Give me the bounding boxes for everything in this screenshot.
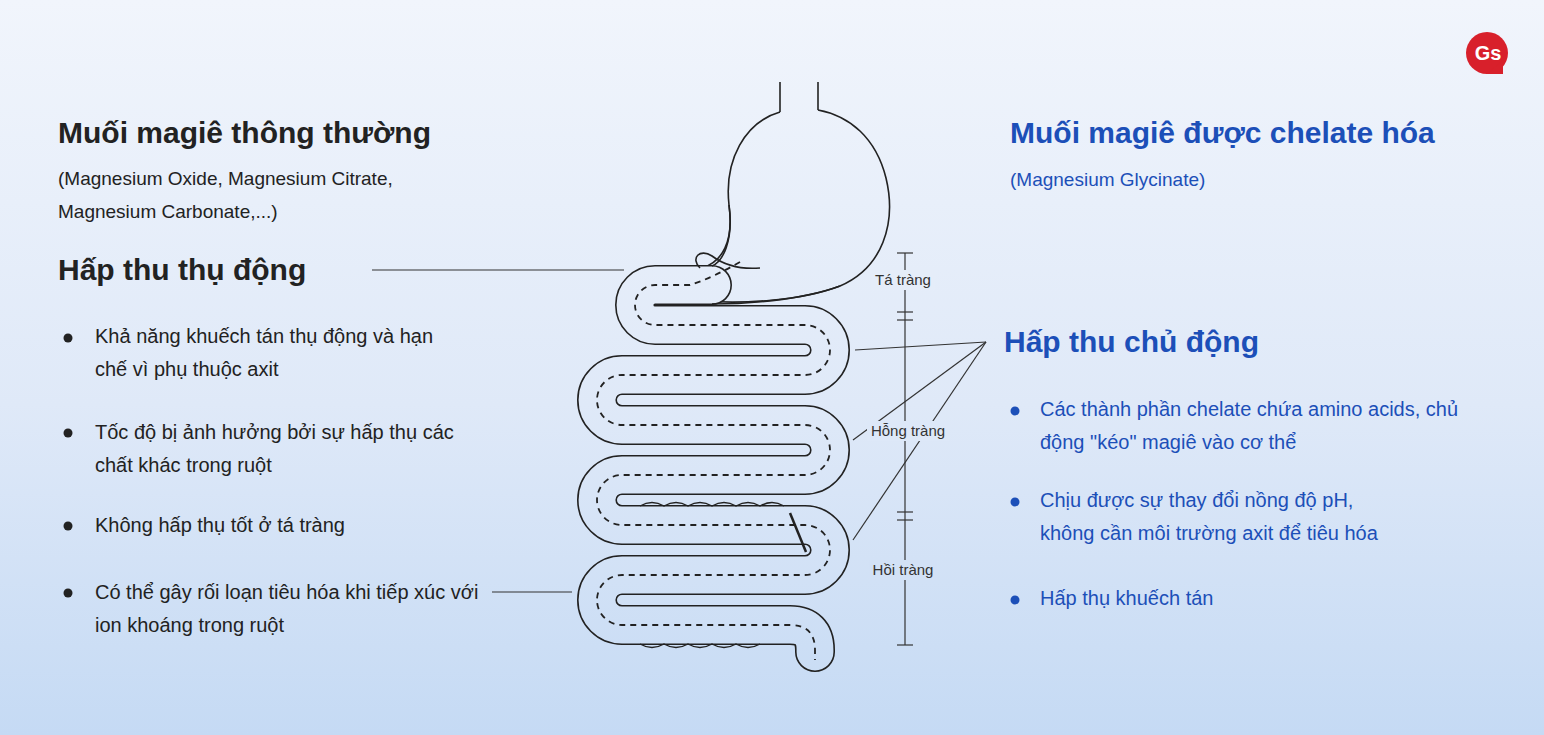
column-title: Muối magiê được chelate hóa bbox=[1010, 115, 1435, 151]
bullet-text: Tốc độ bị ảnh hưởng bởi sự hấp thụ các c… bbox=[95, 416, 465, 482]
bullet-text: Khả năng khuếch tán thụ động và hạn chế … bbox=[95, 320, 450, 386]
absorption-path bbox=[597, 262, 830, 660]
logo bbox=[1466, 32, 1508, 74]
oesophagus bbox=[780, 82, 818, 113]
stomach bbox=[702, 110, 889, 302]
stomach-edge bbox=[712, 205, 730, 266]
section-heading: Hấp thu chủ động bbox=[1004, 324, 1259, 360]
stomach-edge bbox=[712, 286, 840, 304]
colon-bumps bbox=[640, 503, 784, 648]
segment-label: Tá tràng bbox=[871, 270, 935, 290]
column-title: Muối magiê thông thường bbox=[58, 115, 431, 151]
section-heading: Hấp thu thụ động bbox=[58, 252, 306, 288]
intestine-outline bbox=[597, 285, 830, 652]
bullet-dot bbox=[1011, 407, 1020, 605]
bullet-dot bbox=[64, 334, 73, 598]
column-subtitle: (Magnesium Oxide, Magnesium Citrate, Mag… bbox=[58, 162, 468, 228]
leader-line bbox=[372, 270, 986, 592]
segment-label: Hỗng tràng bbox=[867, 421, 949, 441]
dimension-bracket bbox=[897, 253, 913, 645]
bullet-text: Hấp thụ khuếch tán bbox=[1040, 582, 1213, 615]
bullet-text: Có thể gây rối loạn tiêu hóa khi tiếp xú… bbox=[95, 576, 495, 642]
segment-label: Hồi tràng bbox=[869, 560, 938, 580]
bullet-text: Chịu được sự thay đổi nồng độ pH, không … bbox=[1040, 484, 1410, 550]
logo-text: Gs bbox=[1475, 41, 1502, 65]
column-subtitle: (Magnesium Glycinate) bbox=[1010, 166, 1205, 194]
bullet-text: Các thành phần chelate chứa amino acids,… bbox=[1040, 393, 1495, 459]
bullet-text: Không hấp thụ tốt ở tá tràng bbox=[95, 509, 345, 542]
pylorus-fold bbox=[696, 253, 760, 268]
valve-mark bbox=[790, 513, 806, 552]
intestine-inner bbox=[597, 285, 830, 652]
